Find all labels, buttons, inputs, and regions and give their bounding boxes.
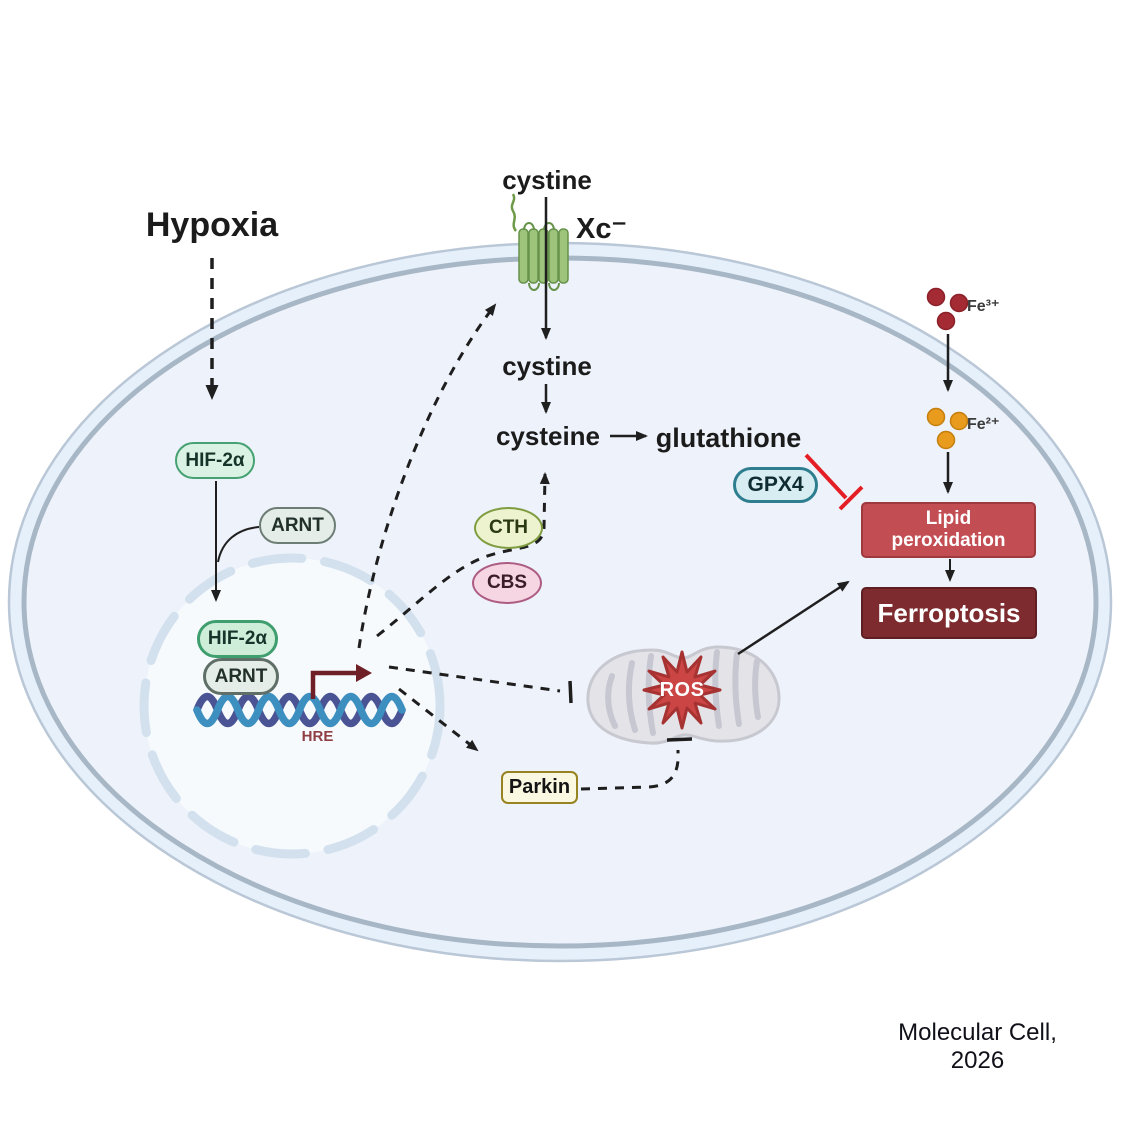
hre-label: HRE: [301, 727, 334, 745]
line-nucleus-to-mito: [388, 665, 561, 693]
cbs-ellipse: CBS: [472, 562, 542, 604]
xc-transporter-icon: [510, 193, 569, 291]
fe3-label: Fe³⁺: [967, 298, 1000, 315]
fe2-label: Fe²⁺: [967, 416, 1000, 433]
hif2a-pill-nucleus: HIF-2α: [197, 620, 278, 658]
gpx4-pill: GPX4: [733, 467, 818, 503]
arrow-nucleus-to-transporter: [357, 303, 497, 649]
ros-label: ROS: [659, 678, 705, 701]
lipid-peroxidation-box: Lipid peroxidation: [861, 502, 1036, 558]
transcription-arrow-icon: [310, 664, 372, 699]
red-inhibition-icon: [804, 453, 864, 511]
fe2-dots-icon: [926, 407, 969, 450]
cysteine-label: cysteine: [495, 420, 601, 451]
xc-transporter-label: Xc⁻: [576, 212, 627, 245]
citation-label: Molecular Cell, 2026: [898, 1019, 1057, 1074]
hif2a-pill-cytoplasm: HIF-2α: [175, 442, 255, 479]
solid-arrows: [211, 197, 955, 656]
cth-ellipse: CTH: [474, 507, 543, 549]
dna-helix-icon: [193, 692, 406, 728]
arrow-mito-to-ferroptosis: [737, 580, 850, 656]
ferroptosis-box: Ferroptosis: [861, 587, 1037, 639]
parkin-box: Parkin: [501, 771, 578, 804]
dashed-arrows: [205, 258, 693, 791]
line-parkin-to-mito: [580, 750, 680, 791]
ros-burst-icon: [642, 650, 722, 730]
tbar-ros-inhibition: [666, 737, 693, 742]
glutathione-label: glutathione: [655, 422, 802, 453]
tbar-mito-inhibition: [568, 680, 573, 704]
line-arnt-join: [217, 526, 260, 563]
arnt-pill-nucleus: ARNT: [203, 658, 279, 695]
arrow-nucleus-to-cysteine: [376, 472, 550, 638]
cystine-intracellular-label: cystine: [502, 350, 592, 381]
hypoxia-label: Hypoxia: [145, 205, 279, 244]
cystine-extracellular-label: cystine: [502, 164, 592, 195]
fe3-dots-icon: [926, 287, 969, 331]
nucleus-icon: [139, 553, 445, 859]
arnt-pill-cytoplasm: ARNT: [259, 507, 336, 544]
